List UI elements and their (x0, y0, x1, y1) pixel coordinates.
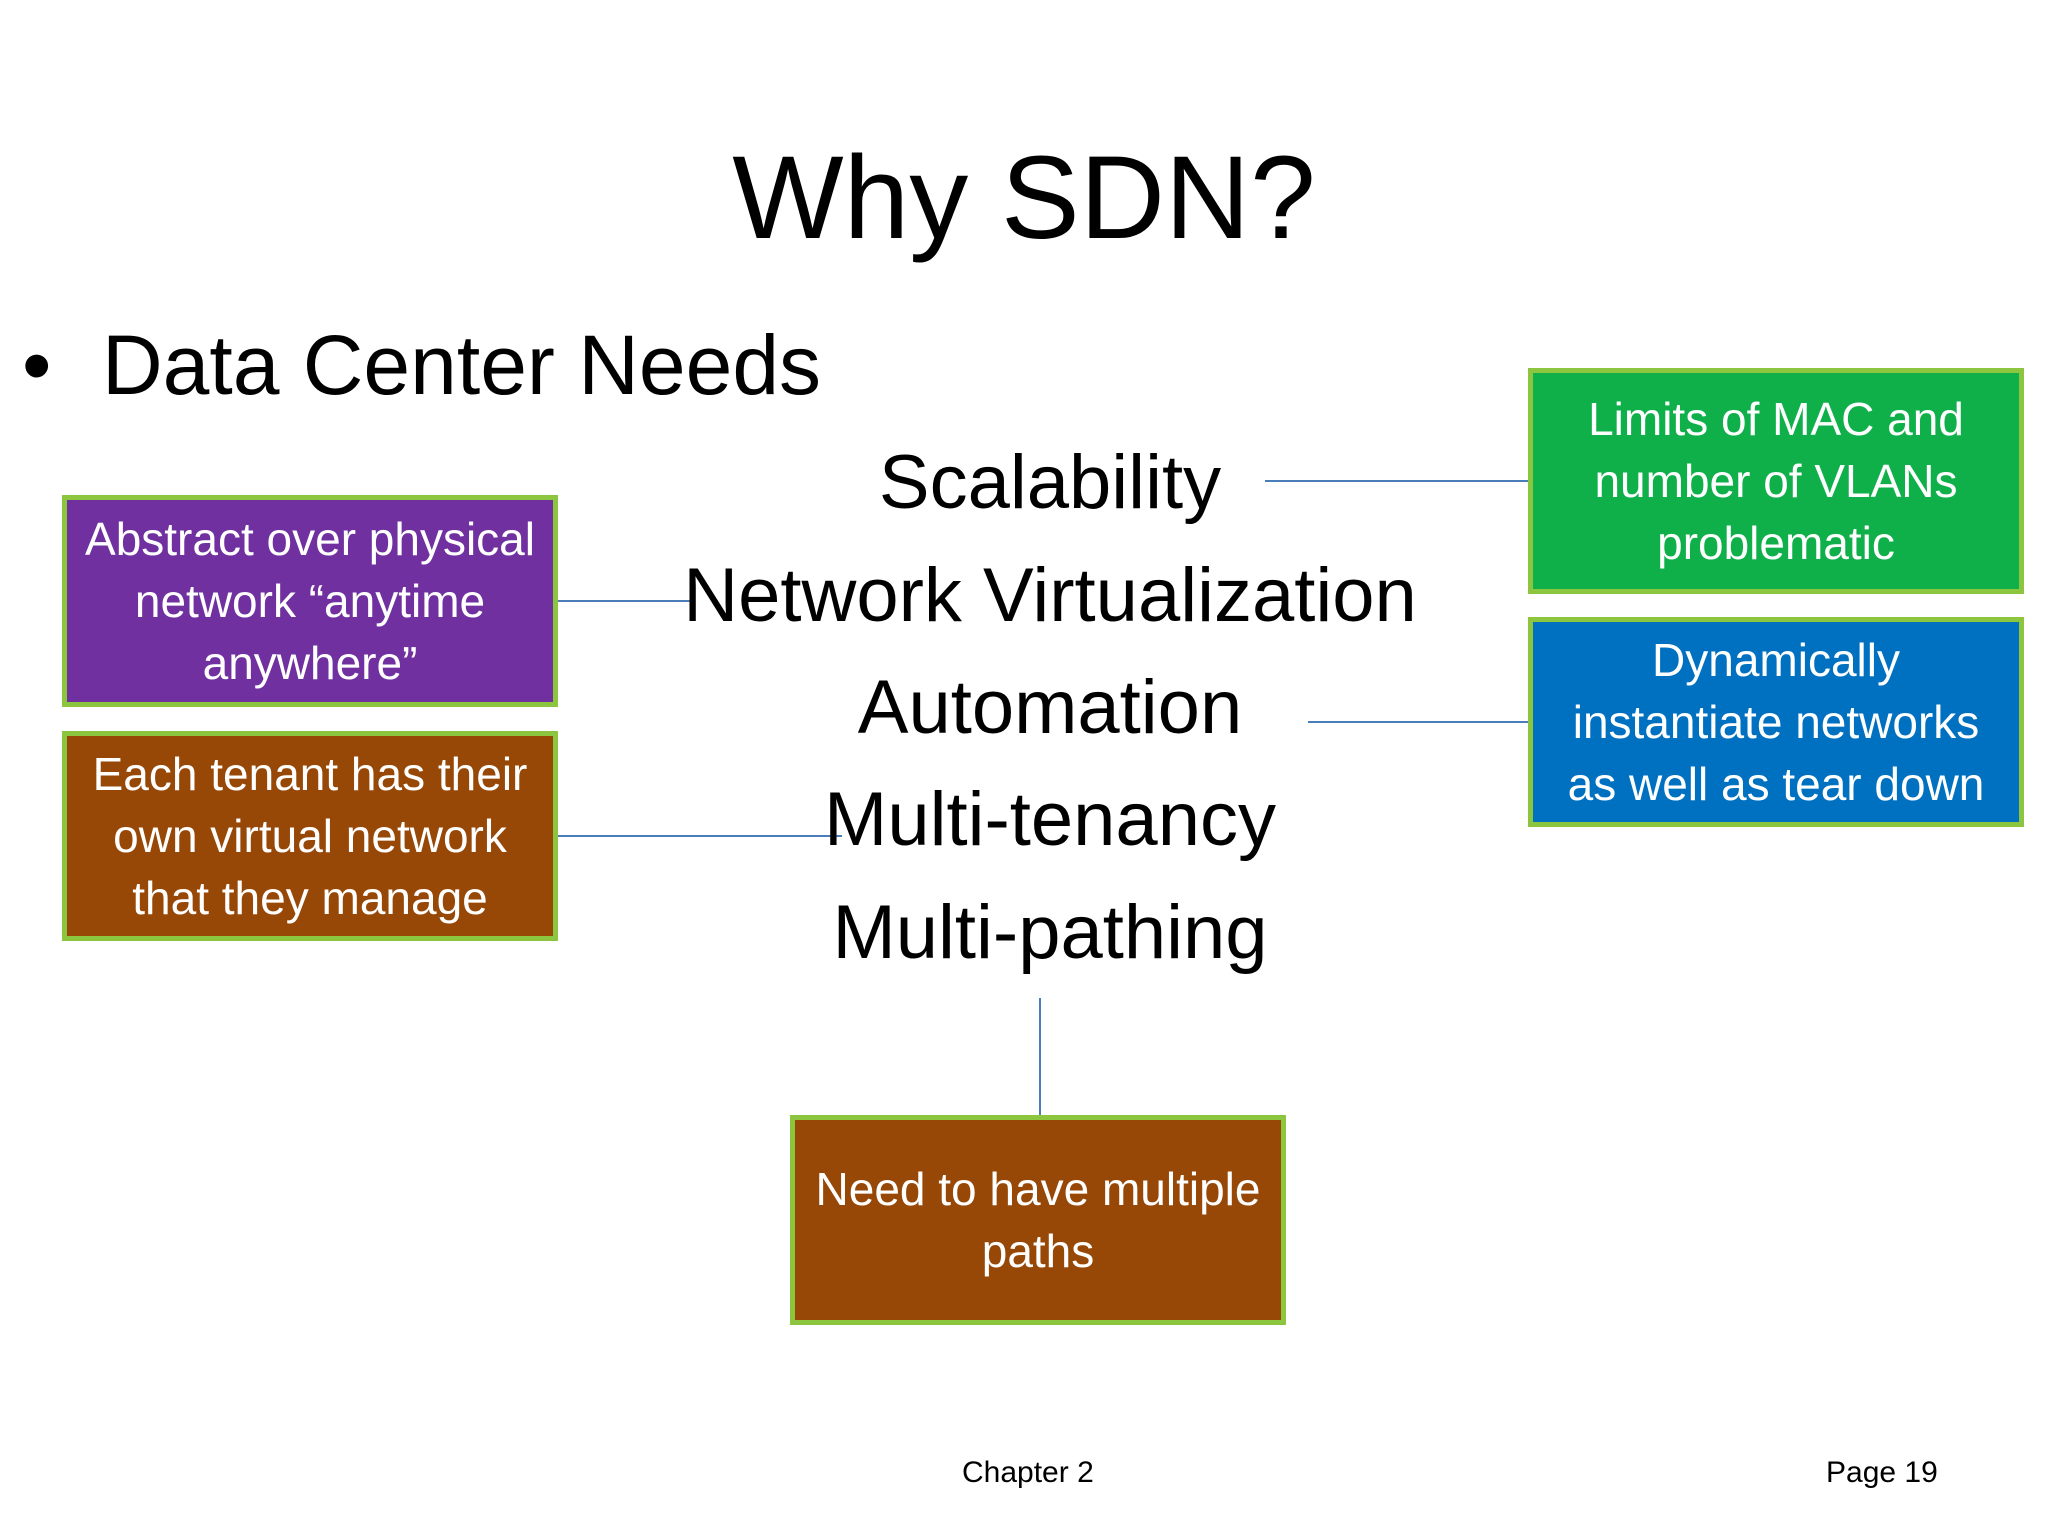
callout-multitenancy: Each tenant has their own virtual networ… (62, 731, 558, 941)
callout-automation-text: Dynamically instantiate networks as well… (1567, 633, 1985, 811)
bullet-dot-icon: • (22, 318, 52, 412)
need-multi-tenancy: Multi-tenancy (824, 777, 1276, 862)
bullet-item: • Data Center Needs (22, 315, 821, 416)
callout-scalability-text: Limits of MAC and number of VLANs proble… (1588, 392, 1964, 570)
need-scalability: Scalability (878, 440, 1222, 525)
callout-scalability: Limits of MAC and number of VLANs proble… (1528, 368, 2024, 594)
footer-page-number: Page 19 (1826, 1456, 1938, 1489)
callout-multitenancy-text: Each tenant has their own virtual networ… (92, 747, 528, 925)
callout-virtualization-text: Abstract over physical network “anytime … (85, 512, 535, 690)
need-automation: Automation (857, 665, 1243, 750)
slide-title: Why SDN? (732, 132, 1316, 264)
bullet-text: Data Center Needs (102, 318, 822, 412)
need-multi-pathing: Multi-pathing (832, 890, 1268, 975)
callout-multipathing-text: Need to have multiple paths (815, 1162, 1261, 1277)
callout-automation: Dynamically instantiate networks as well… (1528, 617, 2024, 827)
need-network-virtualization: Network Virtualization (683, 553, 1417, 638)
footer-chapter: Chapter 2 (962, 1456, 1094, 1489)
callout-virtualization: Abstract over physical network “anytime … (62, 495, 558, 707)
callout-multipathing: Need to have multiple paths (790, 1115, 1286, 1325)
